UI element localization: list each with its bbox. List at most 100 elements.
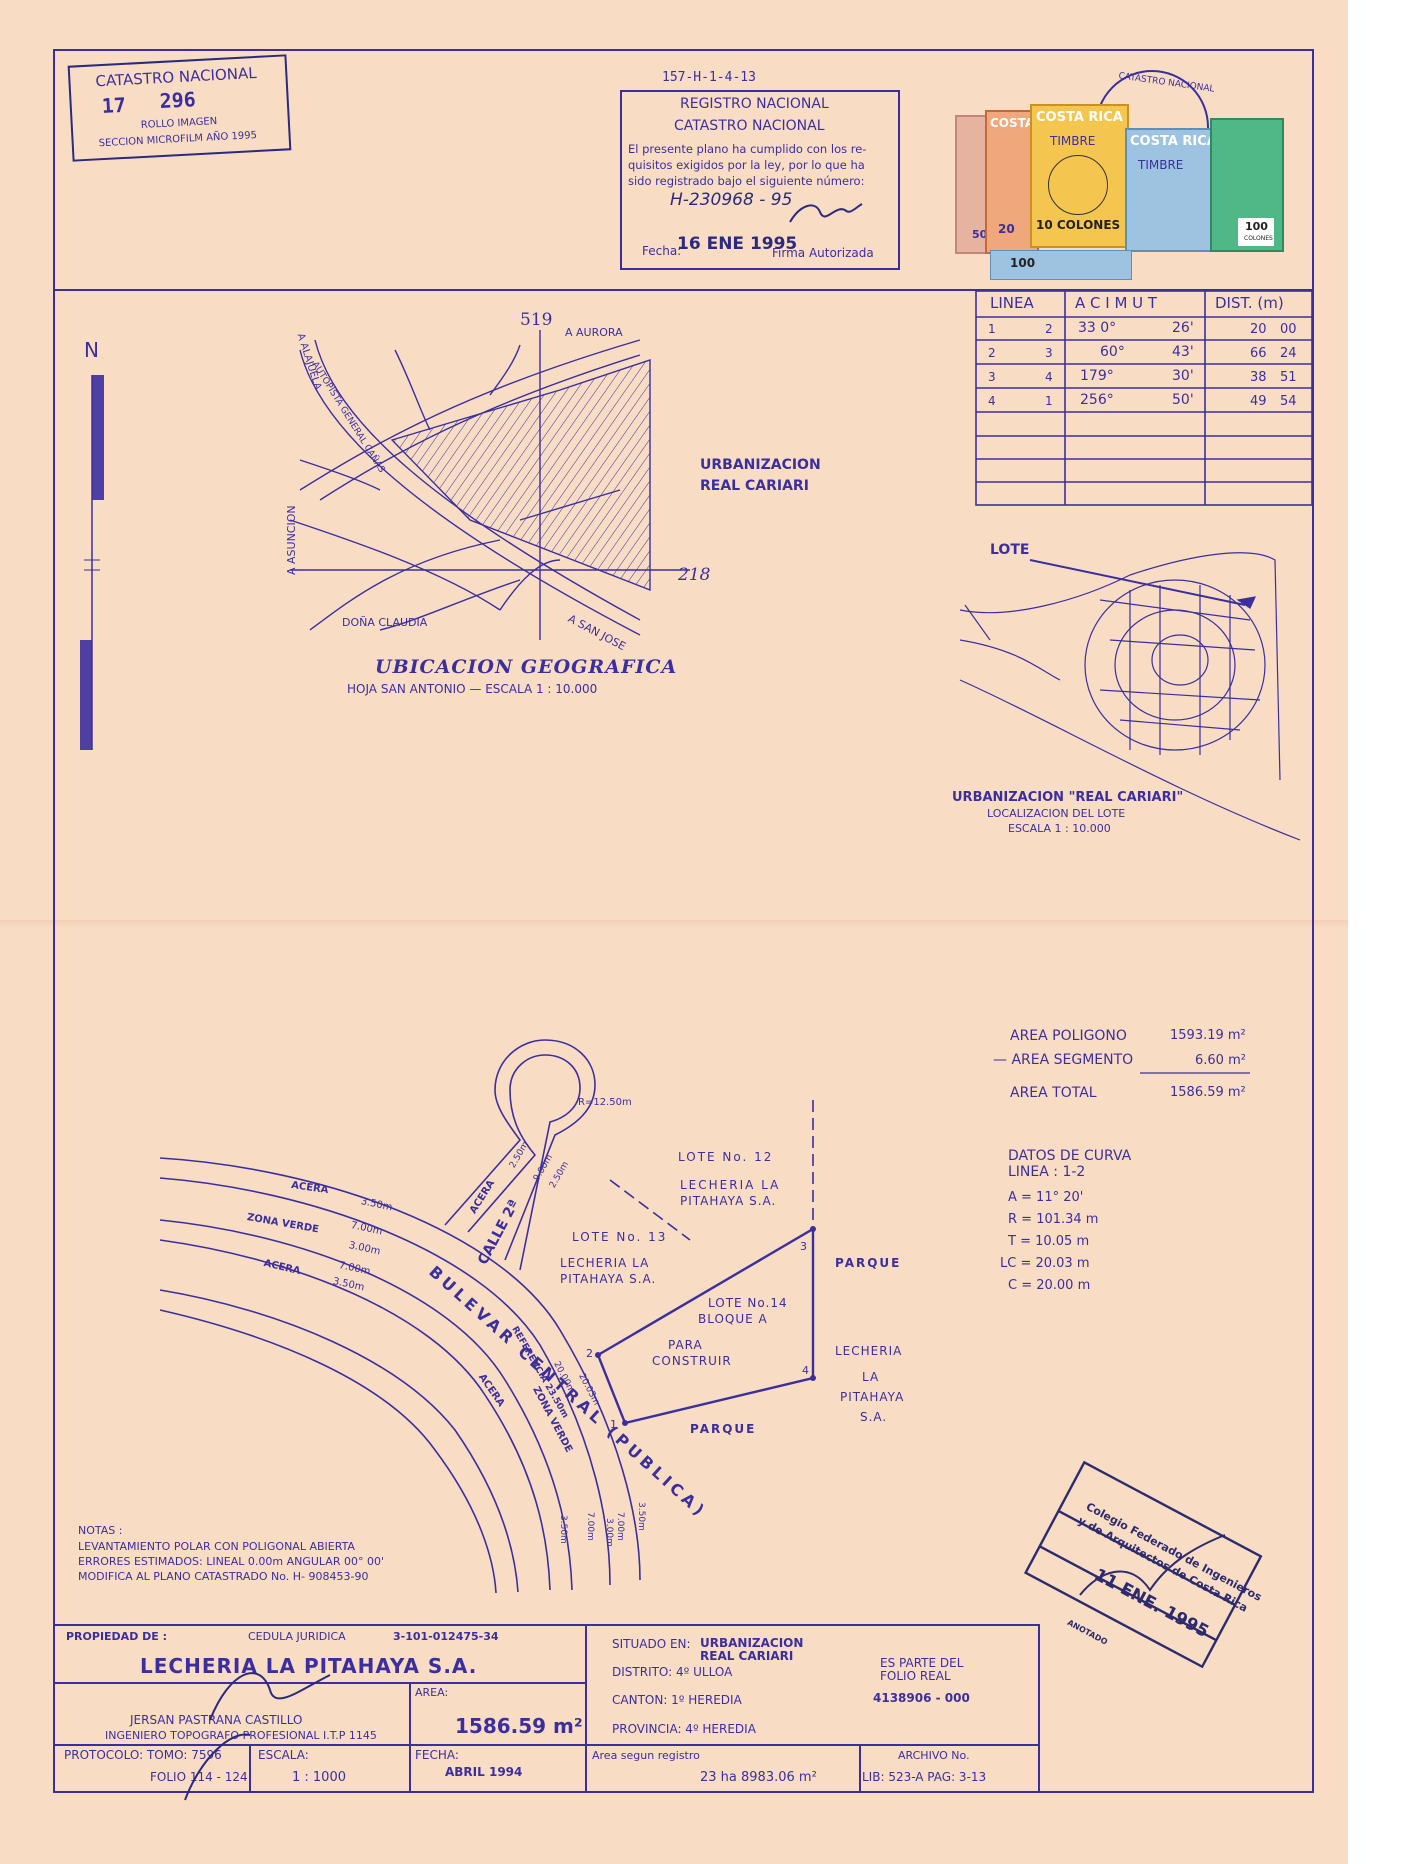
table-cell: 30' [1172, 368, 1194, 384]
table-cell: 179° [1080, 368, 1114, 384]
table-header-linea: LINEA [990, 294, 1034, 312]
table-cell: 2 [1045, 322, 1053, 336]
ubicacion-subtitle: HOJA SAN ANTONIO — ESCALA 1 : 10.000 [347, 682, 598, 696]
dim-label: 7.00m [585, 1512, 595, 1541]
table-header-acimut: A C I M U T [1075, 294, 1158, 312]
engineer-name: JERSAN PASTRANA CASTILLO [130, 1713, 303, 1727]
lote12-title: LOTE No. 12 [678, 1150, 774, 1164]
area-registro-value: 23 ha 8983.06 m² [700, 1770, 817, 1785]
provincia: PROVINCIA: 4º HEREDIA [612, 1722, 756, 1736]
lote-label: LOTE [990, 542, 1030, 558]
table-cell: 66 [1250, 346, 1267, 361]
table-cell: 24 [1280, 346, 1297, 361]
lecheria-right-1: LECHERIA [835, 1344, 903, 1358]
stamp-value-100-b: 100 [1010, 256, 1036, 270]
table-cell: 38 [1250, 370, 1267, 385]
es-parte-2: FOLIO REAL [880, 1669, 951, 1683]
dim-label: 3.00m [604, 1518, 614, 1547]
stamp-value-100: 100 [1245, 220, 1268, 233]
table-header-dist: DIST. (m) [1215, 294, 1284, 312]
north-arrow-icon [80, 375, 104, 750]
stamp-timbre-2: TIMBRE [1138, 158, 1184, 172]
curva-row: C = 20.00 m [1008, 1278, 1091, 1293]
lote14-construir: CONSTRUIR [652, 1354, 732, 1368]
notas-line3: MODIFICA AL PLANO CATASTRADO No. H- 9084… [78, 1570, 369, 1583]
area-poligono-label: AREA POLIGONO [1010, 1028, 1127, 1044]
lecheria-right-4: S.A. [860, 1410, 888, 1424]
urb-label-2: REAL CARIARI [700, 478, 809, 494]
catastro-title: CATASTRO NACIONAL [95, 63, 258, 91]
table-cell: 54 [1280, 394, 1297, 409]
registro-top-code: 157-H-1-4-13 [662, 70, 756, 85]
area-total-label: AREA TOTAL [1010, 1085, 1097, 1101]
canton: CANTON: 1º HEREDIA [612, 1693, 742, 1707]
registro-fecha-label: Fecha: [642, 244, 682, 258]
lote14-title: LOTE No.14 [708, 1296, 788, 1310]
table-cell: 1 [1045, 394, 1053, 408]
lote13-owner: LECHERIA LA [560, 1256, 650, 1270]
lote13-owner2: PITAHAYA S.A. [560, 1272, 657, 1286]
registro-stamp: REGISTRO NACIONAL CATASTRO NACIONAL El p… [620, 90, 900, 270]
label-a-aurora: A AURORA [565, 326, 623, 339]
escala-label: ESCALA: [258, 1748, 309, 1762]
label-a-asuncion: A ASUNCION [285, 505, 298, 575]
vertex-label: 4 [802, 1364, 809, 1377]
table-cell: 00 [1280, 322, 1297, 337]
area-segmento-value: 6.60 m² [1195, 1053, 1246, 1068]
vertex-label: 2 [586, 1347, 593, 1360]
curva-title: DATOS DE CURVA [1008, 1148, 1132, 1164]
situado-value1: URBANIZACION [700, 1636, 804, 1650]
label-dona-claudia: DOÑA CLAUDIA [342, 616, 428, 629]
cedula-label: CEDULA JURIDICA [248, 1630, 346, 1643]
table-cell: 33 0° [1078, 320, 1117, 336]
parque-bottom: PARQUE [690, 1422, 757, 1436]
stamp-colones: COLONES [1244, 235, 1273, 242]
distrito: DISTRITO: 4º ULLOA [612, 1665, 733, 1679]
propiedad-label: PROPIEDAD DE : [66, 1630, 168, 1643]
lote13-title: LOTE No. 13 [572, 1230, 668, 1244]
stamp-timbre-1: TIMBRE [1050, 134, 1096, 148]
cedula-value: 3-101-012475-34 [393, 1630, 499, 1643]
table-cell: 256° [1080, 392, 1114, 408]
table-cell: 50' [1172, 392, 1194, 408]
lote12-owner: LECHERIA LA [680, 1178, 781, 1192]
coord-right: 218 [678, 565, 711, 585]
localizacion-line1: URBANIZACION "REAL CARIARI" [952, 790, 1184, 805]
registro-fecha-value: 16 ENE 1995 [677, 234, 798, 254]
owner-name: LECHERIA LA PITAHAYA S.A. [140, 1654, 478, 1678]
registro-title1: REGISTRO NACIONAL [680, 96, 829, 112]
engineer-title: INGENIERO TOPOGRAFO PROFESIONAL I.T.P 11… [105, 1729, 377, 1742]
table-cell: 20 [1250, 322, 1267, 337]
notas-title: NOTAS : [78, 1524, 123, 1537]
fecha-value: ABRIL 1994 [445, 1765, 523, 1779]
curva-row: R = 101.34 m [1008, 1212, 1099, 1227]
table-cell: 26' [1172, 320, 1194, 336]
situado-label: SITUADO EN: [612, 1637, 691, 1651]
catastro-number-a: 17 [101, 92, 127, 119]
lecheria-right-3: PITAHAYA [840, 1390, 905, 1404]
table-row: 2 [988, 346, 996, 360]
localizacion-line2: LOCALIZACION DEL LOTE [987, 807, 1126, 820]
protocolo-label: PROTOCOLO: TOMO: 7596 [64, 1748, 222, 1762]
registro-title2: CATASTRO NACIONAL [674, 118, 825, 134]
folio-real-value: 4138906 - 000 [873, 1691, 970, 1705]
urb-label-1: URBANIZACION [700, 457, 821, 473]
vertex-label: 3 [800, 1240, 807, 1253]
table-row: 1 [988, 322, 996, 336]
table-cell: 49 [1250, 394, 1267, 409]
stamp-brand-3: COSTA RICA [1130, 134, 1217, 149]
catastro-line1: ROLLO IMAGEN [140, 116, 218, 132]
table-row: 4 [988, 394, 996, 408]
stamp-value-20: 20 [998, 222, 1015, 236]
area-poligono-value: 1593.19 m² [1170, 1028, 1246, 1043]
archivo-value: LIB: 523-A PAG: 3-13 [862, 1770, 987, 1784]
ubicacion-title: UBICACION GEOGRAFICA [375, 656, 678, 678]
catastro-line2: SECCION MICROFILM AÑO 1995 [98, 129, 258, 150]
fecha-label: FECHA: [415, 1748, 459, 1762]
folio-value: FOLIO 114 - 124 [150, 1770, 248, 1784]
notas-line2: ERRORES ESTIMADOS: LINEAL 0.00m ANGULAR … [78, 1555, 384, 1568]
stamp-brand-2: COSTA RICA [1036, 110, 1123, 125]
catastro-microfilm-stamp: CATASTRO NACIONAL 17 296 ROLLO IMAGEN SE… [67, 54, 292, 162]
parque-right: PARQUE [835, 1256, 902, 1270]
